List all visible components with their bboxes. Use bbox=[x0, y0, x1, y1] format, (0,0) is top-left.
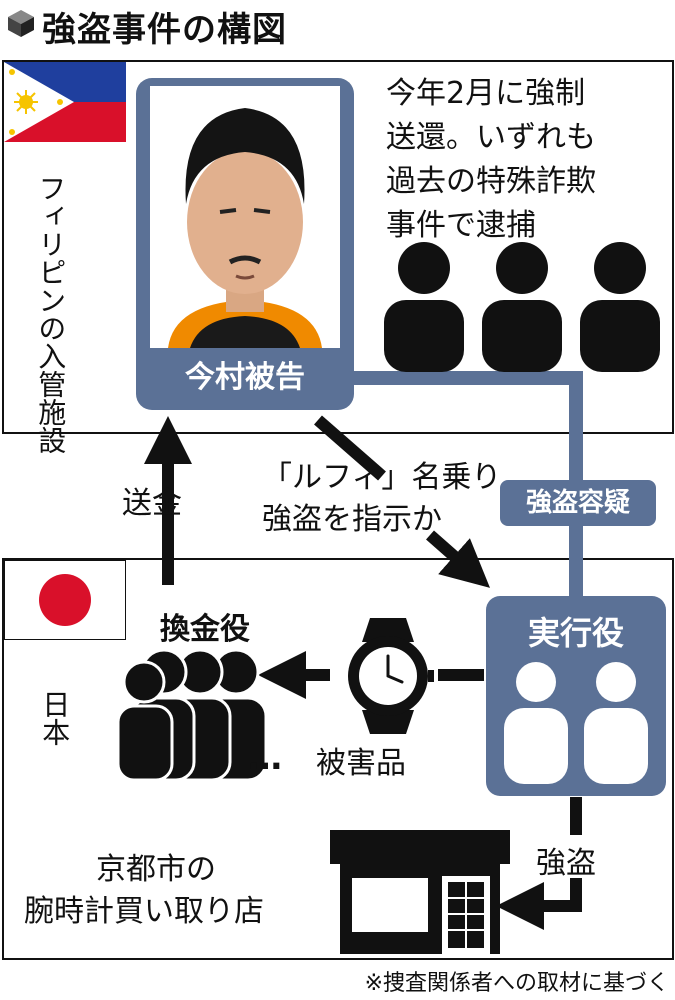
deportees-note-line-3: 過去の特殊詐欺 bbox=[386, 164, 596, 199]
stolen-goods-label: 被害品 bbox=[316, 746, 406, 781]
philippines-flag-icon bbox=[4, 62, 126, 142]
executors-label: 実行役 bbox=[527, 614, 624, 652]
page-title: 強盗事件の構図 bbox=[42, 10, 287, 50]
footnote: ※捜査関係者への取材に基づく bbox=[364, 971, 669, 996]
place-label: フィリピンの入管施設 bbox=[34, 174, 68, 454]
deportees-note-line-4: 事件で逮捕 bbox=[386, 208, 536, 243]
suspect-label: 今村被告 bbox=[185, 360, 305, 395]
person-silhouette-icon bbox=[384, 242, 660, 372]
cube-icon bbox=[8, 10, 34, 37]
deportees-note-line-2: 送還。いずれも bbox=[386, 120, 596, 155]
remittance-label: 送金 bbox=[122, 486, 182, 521]
shop-label-line-2: 腕時計買い取り店 bbox=[24, 894, 264, 929]
executor-silhouette-icon bbox=[504, 662, 648, 784]
suspicion-badge: 強盗容疑 bbox=[500, 480, 656, 526]
exchangers-group-icon bbox=[118, 648, 268, 780]
robbery-label: 強盗 bbox=[536, 846, 596, 881]
japan-flag-icon bbox=[4, 560, 126, 640]
instruction-arrow-tail bbox=[426, 530, 491, 588]
shop-icon bbox=[330, 830, 510, 954]
wristwatch-icon bbox=[348, 618, 434, 734]
instruction-label-line-1: 「ルフィ」名乗り bbox=[262, 460, 502, 495]
instruction-arrow bbox=[314, 415, 386, 481]
exchangers-label: 換金役 bbox=[160, 612, 250, 647]
instruction-label-line-2: 強盗を指示か bbox=[262, 502, 442, 537]
country-label: 日本 bbox=[38, 690, 72, 746]
ellipsis-label: … bbox=[248, 738, 282, 778]
suspect-photo bbox=[150, 86, 340, 348]
shop-label-line-1: 京都市の bbox=[96, 852, 216, 887]
robbery-arrow-bend bbox=[496, 878, 582, 930]
deportees-note-line-1: 今年2月に強制 bbox=[386, 76, 586, 111]
